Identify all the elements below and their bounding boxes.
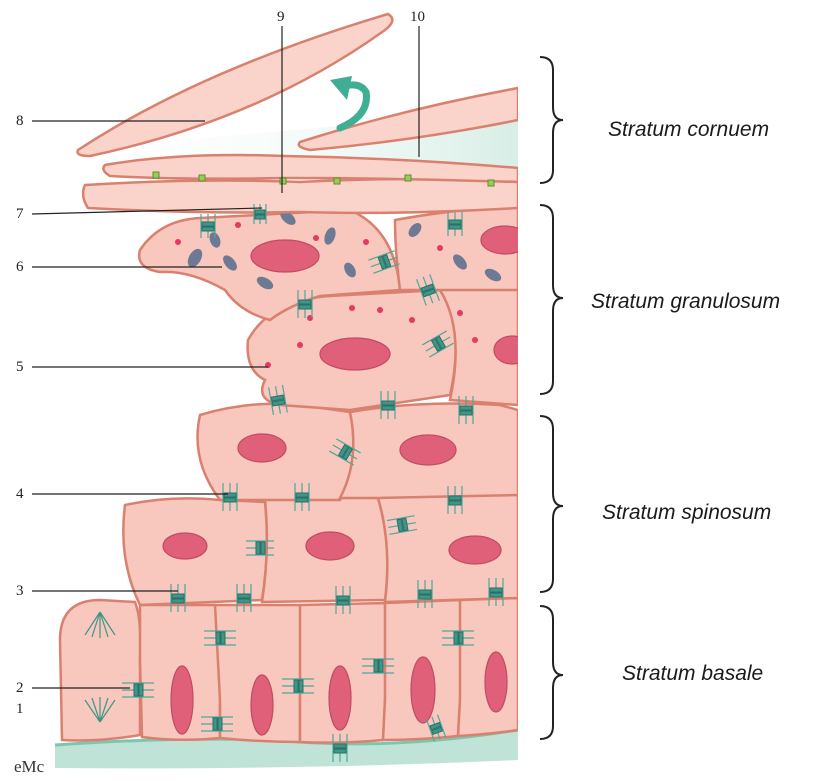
artist-signature: eMc xyxy=(14,757,45,776)
callout-8: 8 xyxy=(16,113,24,129)
basale-cells xyxy=(60,598,518,743)
cornuem-squames xyxy=(78,14,519,213)
layer-braces xyxy=(540,57,563,739)
layer-labels: Stratum cornuem Stratum granulosum Strat… xyxy=(591,118,780,685)
brace-spinosum xyxy=(540,416,563,592)
callout-3: 3 xyxy=(16,583,24,599)
callout-2: 2 xyxy=(16,680,24,696)
tissue xyxy=(55,14,530,768)
brace-cornuem xyxy=(540,57,563,183)
label-stratum-granulosum: Stratum granulosum xyxy=(591,290,780,313)
label-stratum-basale: Stratum basale xyxy=(622,662,763,685)
callout-10: 10 xyxy=(410,9,425,25)
callout-6: 6 xyxy=(16,259,24,275)
callout-7: 7 xyxy=(16,206,24,222)
brace-granulosum xyxy=(540,205,563,394)
label-stratum-cornuem: Stratum cornuem xyxy=(608,118,769,141)
callout-9: 9 xyxy=(277,9,285,25)
granulosum-cells xyxy=(139,205,530,410)
curved-arrow-icon xyxy=(330,76,366,128)
callout-1: 1 xyxy=(16,701,24,717)
brace-basale xyxy=(540,606,563,739)
callout-5: 5 xyxy=(16,359,24,375)
label-stratum-spinosum: Stratum spinosum xyxy=(602,501,771,524)
callout-4: 4 xyxy=(16,486,24,502)
